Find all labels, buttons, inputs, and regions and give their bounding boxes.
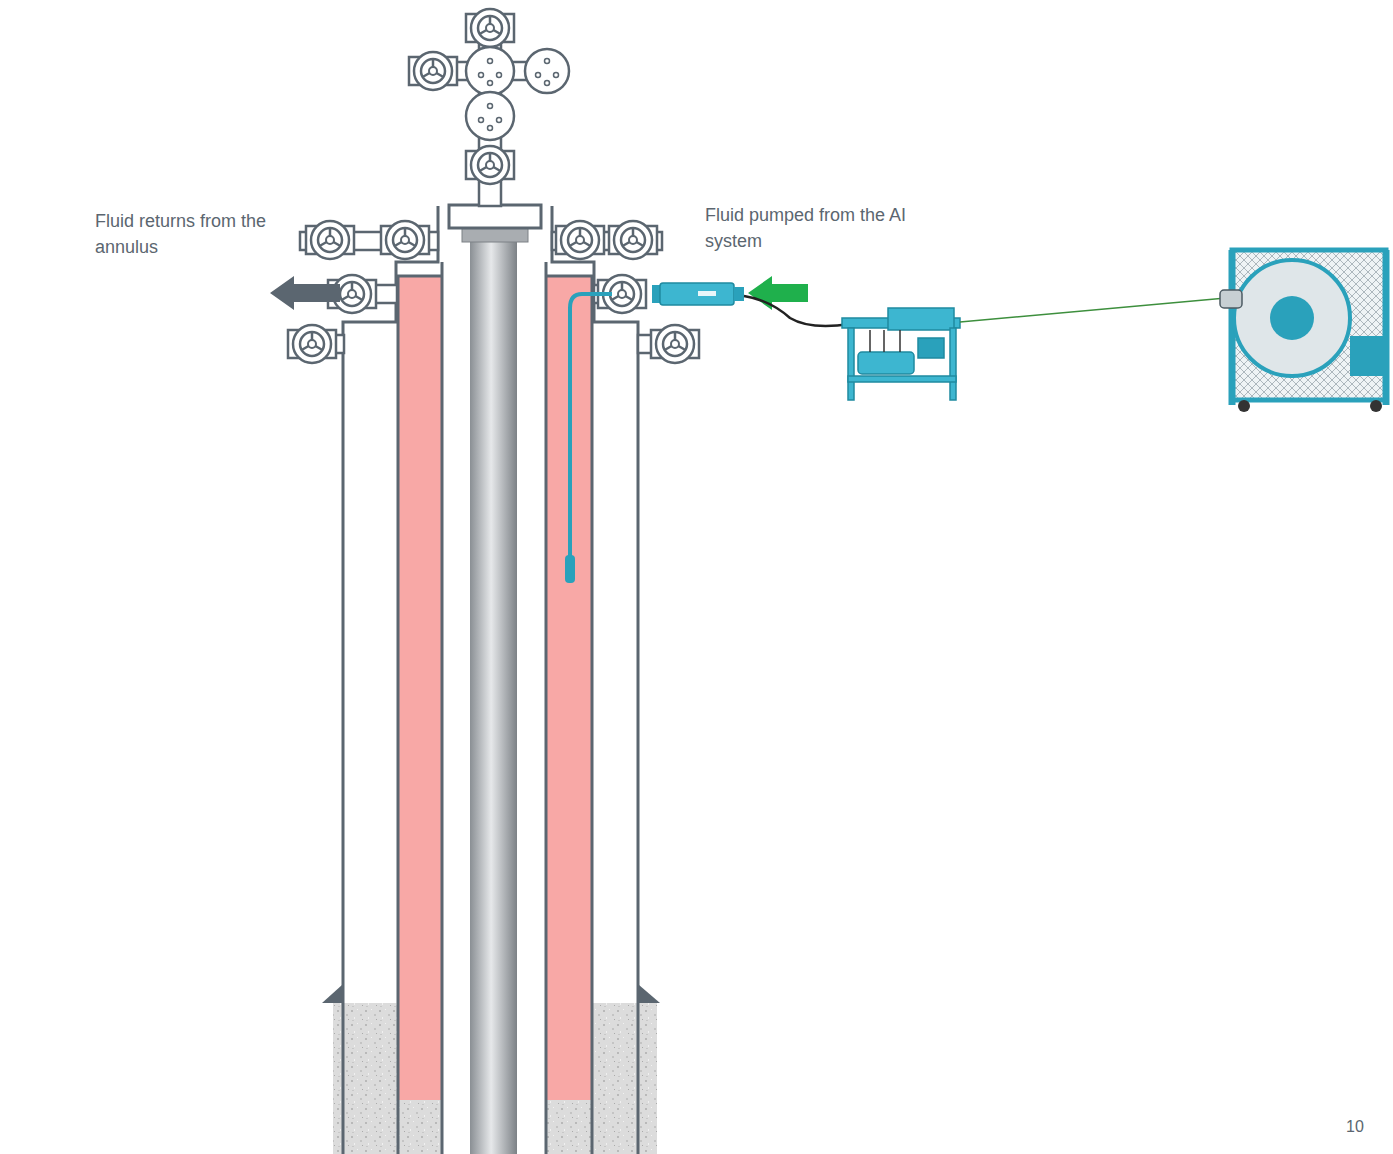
tubing-head-flange: [449, 205, 541, 228]
blind-flange: [466, 47, 514, 95]
flow-label: Fluid pumped from the AI system: [705, 202, 941, 254]
blind-flange: [525, 49, 569, 93]
side-outlets: [296, 62, 694, 353]
blind-flange: [466, 92, 514, 140]
hose: [744, 296, 850, 326]
reel-unit: [1220, 250, 1386, 412]
injection-tool: [652, 283, 744, 305]
page-number: 10: [1346, 1114, 1386, 1140]
gate-valve: [466, 146, 514, 184]
gate-valve: [609, 221, 657, 259]
gate-valve: [409, 52, 457, 90]
return-arrow: [270, 276, 340, 310]
injection-arrow: [748, 276, 808, 310]
gate-valve: [556, 221, 604, 259]
gate-valve: [466, 9, 514, 47]
tubing-hanger: [462, 228, 528, 242]
pump-skid: [842, 308, 960, 400]
capillary-tip: [565, 555, 575, 583]
gate-valve: [306, 221, 354, 259]
capillary-line: [570, 294, 612, 578]
flow-label: Fluid returns from the annulus: [95, 208, 295, 260]
cable: [960, 298, 1226, 322]
casing-shoe: [322, 985, 660, 1003]
gate-valve: [651, 325, 699, 363]
gate-valve: [288, 325, 336, 363]
gate-valve: [381, 221, 429, 259]
tubing: [470, 240, 517, 1154]
valves: [288, 9, 699, 363]
casing-walls: [343, 206, 638, 1154]
